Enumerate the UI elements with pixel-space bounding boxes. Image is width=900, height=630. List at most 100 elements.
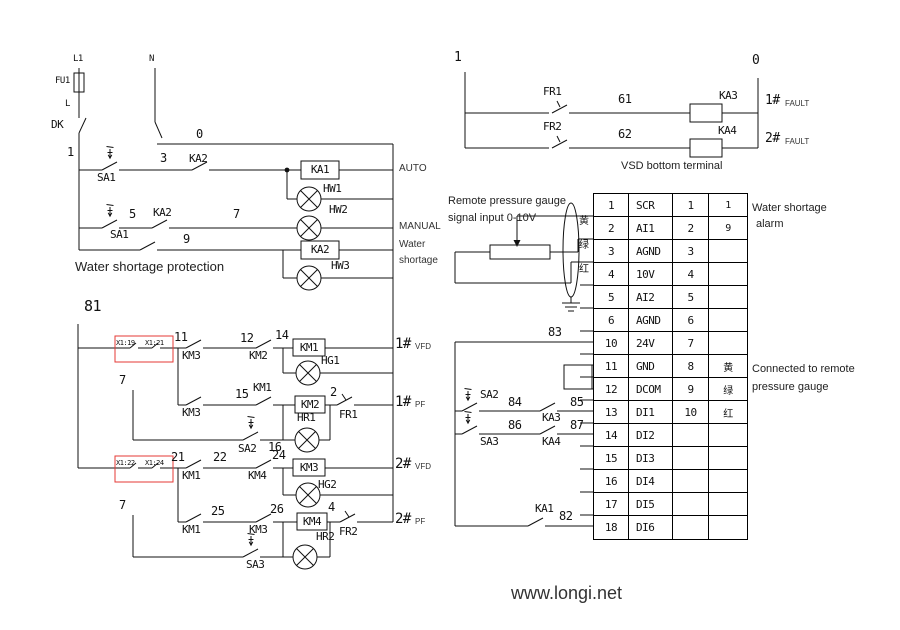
- terminal-highlight-box-2: [114, 455, 174, 483]
- terminal-cell: 7: [673, 332, 709, 355]
- wire-87: 87: [570, 418, 584, 432]
- terminal-cell: AI2: [629, 286, 673, 309]
- note-connected-line2: pressure gauge: [752, 381, 829, 393]
- lamp-hg1: [295, 360, 321, 386]
- wire-11: 11: [174, 330, 188, 344]
- terminal-cell: GND: [629, 355, 673, 378]
- label-ka1-contact: KA1: [535, 502, 554, 515]
- terminal-cell: DI3: [629, 447, 673, 470]
- terminal-cell: [673, 424, 709, 447]
- label-km1-contact: KM1: [253, 381, 272, 394]
- ka3-coil-box: [689, 103, 723, 123]
- terminal-cell: 2: [594, 217, 629, 240]
- terminal-highlight-box-1: [114, 335, 174, 363]
- label-hg2: HG2: [318, 478, 337, 491]
- label-km2-coil: KM2: [300, 398, 320, 411]
- label-ka2-coil: KA2: [310, 243, 330, 256]
- terminal-cell: [673, 516, 709, 539]
- label-shortage: shortage: [399, 255, 438, 266]
- terminal-cell: 5: [673, 286, 709, 309]
- terminal-cell: 13: [594, 401, 629, 424]
- ground-icon: [562, 297, 580, 312]
- terminal-cell: 15: [594, 447, 629, 470]
- wire-83: 83: [548, 325, 562, 339]
- terminal-cell: 11: [594, 355, 629, 378]
- selector-icon: [247, 416, 255, 429]
- lamp-hr1: [294, 427, 320, 453]
- terminal-cell: 6: [673, 309, 709, 332]
- terminal-cell: SCR: [629, 194, 673, 217]
- label-km3-contact-3: KM3: [249, 523, 268, 536]
- terminal-cell: DI4: [629, 470, 673, 493]
- terminal-cell: 绿: [709, 378, 747, 401]
- label-ka2-contact-auto: KA2: [189, 152, 208, 165]
- label-water: Water: [399, 239, 426, 250]
- label-ka2-contact-manual: KA2: [153, 206, 172, 219]
- hw3-row: [282, 250, 393, 279]
- lamp-hw1: [296, 186, 322, 212]
- label-ka3-contact: KA3: [542, 411, 561, 424]
- fuse-fu1-symbol: [73, 72, 85, 93]
- note-alarm-line1: Water shortage: [752, 202, 827, 214]
- label-hw2: HW2: [329, 203, 348, 216]
- terminal-cell: 16: [594, 470, 629, 493]
- km1-coil-box: [292, 338, 326, 357]
- wire-color-red: 红: [579, 264, 589, 275]
- gnd-dcom-link-box: [563, 364, 593, 390]
- wire-26: 26: [270, 502, 284, 516]
- label-km2-contact: KM2: [249, 349, 268, 362]
- ka2-coil-box: [300, 240, 340, 260]
- neutral-rail: [154, 68, 393, 145]
- wire-color-green: 绿: [579, 240, 589, 251]
- wire-84: 84: [508, 395, 522, 409]
- terminal-cell: DI5: [629, 493, 673, 516]
- fault1-no: 1#: [765, 93, 780, 108]
- terminal-cell: 10: [594, 332, 629, 355]
- wire-22: 22: [213, 450, 227, 464]
- terminal-cell: [709, 447, 747, 470]
- wire-9: 9: [183, 232, 190, 246]
- hw1-row: [286, 170, 393, 200]
- wire-14: 14: [275, 328, 289, 342]
- label-km4-coil: KM4: [302, 515, 322, 528]
- label-hr1: HR1: [297, 411, 316, 424]
- label-sa1-auto: SA1: [97, 171, 116, 184]
- label-sa3: SA3: [246, 558, 265, 571]
- output-label-2-vfd: VFD: [415, 462, 431, 471]
- terminal-cell: 1: [594, 194, 629, 217]
- terminal-cell: [709, 470, 747, 493]
- label-l: L: [65, 99, 70, 109]
- label-fu1: FU1: [55, 76, 70, 86]
- label-manual: MANUAL: [399, 221, 441, 232]
- hr1-row: [282, 405, 331, 441]
- label-fr2: FR2: [339, 525, 358, 538]
- lamp-hr2: [292, 544, 318, 570]
- terminal-cell: 10V: [629, 263, 673, 286]
- terminal-cell: 17: [594, 493, 629, 516]
- control-circuit-lines: [73, 68, 394, 570]
- terminal-cell: AI1: [629, 217, 673, 240]
- wire-16: 16: [268, 440, 282, 454]
- label-ka1-coil: KA1: [310, 163, 330, 176]
- fault2-label: FAULT: [785, 137, 810, 146]
- terminal-cell: 9: [673, 378, 709, 401]
- sa3-row: [132, 515, 283, 558]
- label-sa1-manual: SA1: [110, 228, 129, 241]
- wire-21: 21: [171, 450, 185, 464]
- bus-label-81: 81: [84, 297, 102, 315]
- label-sa2-mid: SA2: [480, 388, 499, 401]
- label-auto: AUTO: [399, 163, 427, 174]
- selector-icon: [464, 411, 472, 424]
- note-alarm-line2: alarm: [756, 218, 784, 230]
- output-label-2-vfd-no: 2#: [395, 456, 411, 472]
- pressure-gauge-wires: [454, 215, 593, 284]
- terminal-cell: [709, 309, 747, 332]
- label-km3-contact-2: KM3: [182, 406, 201, 419]
- hg1-row: [282, 348, 393, 374]
- label-km1-contact-3: KM1: [182, 523, 201, 536]
- terminal-cell: DI6: [629, 516, 673, 539]
- output-label-1-vfd-no: 1#: [395, 336, 411, 352]
- label-km1-coil: KM1: [299, 341, 319, 354]
